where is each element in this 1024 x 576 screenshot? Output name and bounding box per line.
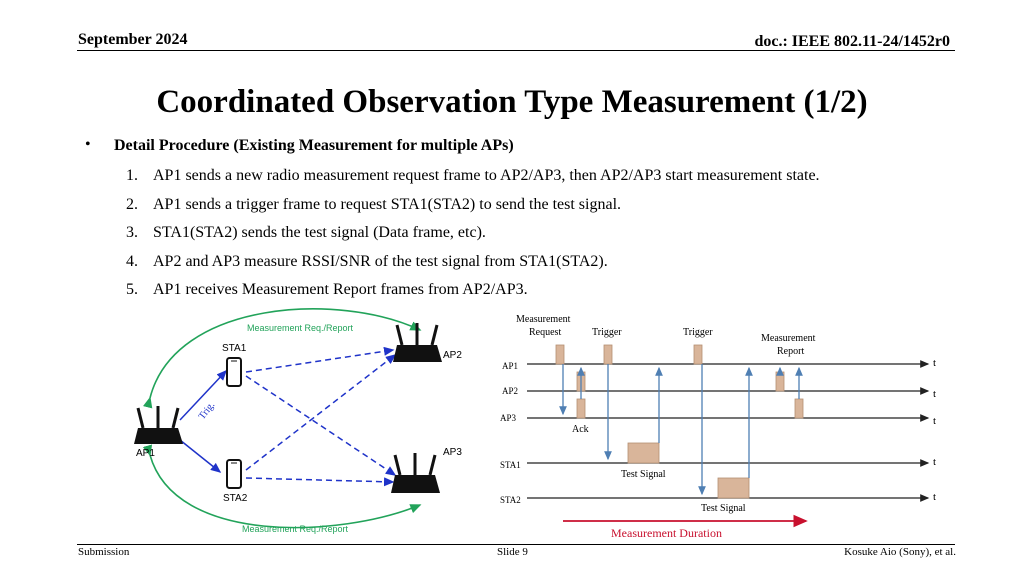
meas-request-label-line2: Request xyxy=(529,327,561,338)
trigger1-label: Trigger xyxy=(592,327,622,338)
sta2-label: STA2 xyxy=(223,493,248,504)
step-text: STA1(STA2) sends the test signal (Data f… xyxy=(153,224,486,242)
sta2-to-ap3-path xyxy=(245,477,395,487)
step-text: AP1 receives Measurement Report frames f… xyxy=(153,281,528,299)
ap2-router-icon xyxy=(393,323,442,362)
meas-request-frame xyxy=(555,344,565,365)
row-label-ap3: AP3 xyxy=(500,413,517,423)
step-text: AP2 and AP3 measure RSSI/SNR of the test… xyxy=(153,252,608,270)
step-item: 3. STA1(STA2) sends the test signal (Data… xyxy=(126,221,820,250)
ap1-router-icon xyxy=(134,406,183,444)
sta1-to-ap2-path xyxy=(245,346,395,373)
req-report-arc-bottom xyxy=(142,444,422,529)
trigger-arrow-sta1 xyxy=(179,369,228,421)
arc-bottom-label: Measurement Req./Report xyxy=(242,524,349,534)
row-label-ap2: AP2 xyxy=(502,386,518,396)
ap1-label: AP1 xyxy=(136,448,155,459)
header-date: September 2024 xyxy=(78,31,188,48)
step-number: 2. xyxy=(126,195,138,213)
step-text: AP1 sends a new radio measurement reques… xyxy=(153,167,820,184)
measurement-duration-label: Measurement Duration xyxy=(611,526,722,540)
footer-submission: Submission xyxy=(78,546,130,558)
bullet-marker: • xyxy=(85,136,91,153)
ap3-report-frame xyxy=(794,398,804,419)
step-item: 4. AP2 and AP3 measure RSSI/SNR of the te… xyxy=(126,250,820,279)
meas-report-label-line1: Measurement xyxy=(761,333,816,344)
meas-request-label-line1: Measurement xyxy=(516,314,571,325)
t-label-sta1: t xyxy=(933,456,936,468)
sta2-phone-icon xyxy=(226,459,242,489)
trigger2-label: Trigger xyxy=(683,327,713,338)
req-report-arc-top xyxy=(142,308,422,409)
step-number: 4. xyxy=(126,252,138,270)
bullet-heading: Detail Procedure (Existing Measurement f… xyxy=(114,137,514,154)
step-number: 5. xyxy=(126,281,138,299)
sta2-to-ap2-path xyxy=(245,354,397,471)
sta1-test-signal-frame xyxy=(627,442,660,464)
t-label-sta2: t xyxy=(933,491,936,503)
arc-top-label: Measurement Req./Report xyxy=(247,323,354,333)
row-label-ap1: AP1 xyxy=(502,361,518,371)
ap3-ack-frame xyxy=(576,398,586,419)
footer-authors: Kosuke Aio (Sony), et al. xyxy=(844,546,956,558)
step-item: 2. AP1 sends a trigger frame to request S… xyxy=(126,193,820,222)
ap3-router-icon xyxy=(391,453,440,493)
trigger1-frame xyxy=(603,344,613,365)
header-doc-id: doc.: IEEE 802.11-24/1452r0 xyxy=(754,33,950,50)
step-item: 1. AP1 sends a new radio measurement requ… xyxy=(126,164,820,193)
ap2-label: AP2 xyxy=(443,350,462,361)
sta1-phone-icon xyxy=(226,357,242,387)
ap3-label: AP3 xyxy=(443,447,462,458)
trigger-arrow-sta2 xyxy=(179,439,222,473)
test-signal1-label: Test Signal xyxy=(621,469,666,480)
footer-slide-number: Slide 9 xyxy=(497,546,528,558)
trigger2-frame xyxy=(693,344,703,365)
slide-title: Coordinated Observation Type Measurement… xyxy=(156,84,868,120)
sta1-label: STA1 xyxy=(222,343,247,354)
step-number: 3. xyxy=(126,224,138,242)
procedure-steps: 1. AP1 sends a new radio measurement requ… xyxy=(126,164,820,307)
row-label-sta1: STA1 xyxy=(500,460,521,470)
test-signal2-label: Test Signal xyxy=(701,503,746,514)
step-item: 5. AP1 receives Measurement Report frames… xyxy=(126,278,820,307)
sta2-test-signal-frame xyxy=(717,477,750,499)
ap2-report-frame xyxy=(775,371,785,392)
header-divider xyxy=(77,50,955,51)
t-label-ap1: t xyxy=(933,357,936,369)
ack-label: Ack xyxy=(572,424,589,435)
t-label-ap2: t xyxy=(933,388,936,400)
t-label-ap3: t xyxy=(933,415,936,427)
row-label-sta2: STA2 xyxy=(500,495,521,505)
footer-divider xyxy=(77,544,955,545)
meas-report-label-line2: Report xyxy=(777,346,804,357)
step-text: AP1 sends a trigger frame to request STA… xyxy=(153,195,622,213)
step-number: 1. xyxy=(126,167,138,184)
